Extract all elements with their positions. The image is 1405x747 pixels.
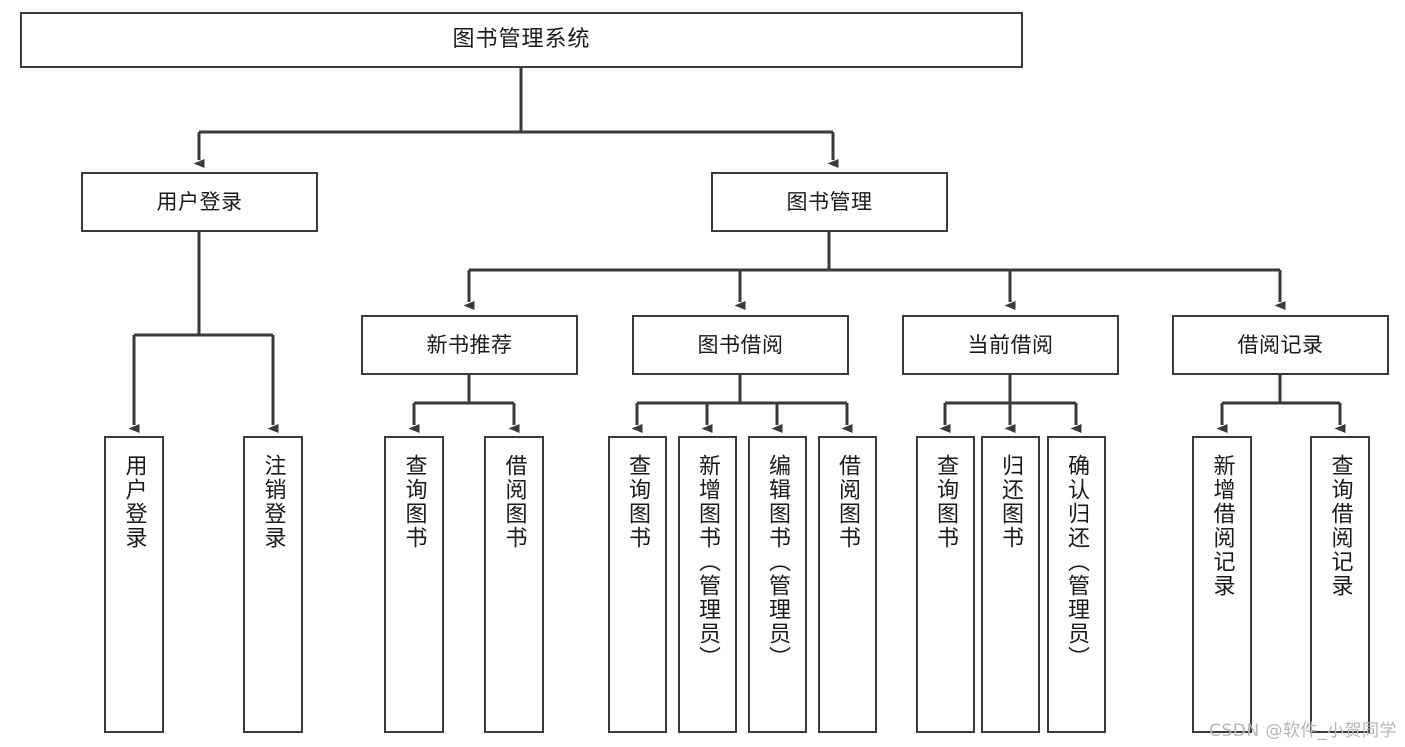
- leaf-query-book-current[interactable]: 查询图书: [916, 436, 975, 733]
- node-label: 查询图书: [401, 454, 427, 550]
- node-new-book-recommendation[interactable]: 新书推荐: [361, 315, 578, 375]
- csdn-watermark: CSDN @软件_小贺同学: [1209, 721, 1397, 741]
- node-label: 图书管理: [786, 189, 873, 214]
- node-book-borrowing[interactable]: 图书借阅: [632, 315, 849, 375]
- leaf-query-book-borrowing[interactable]: 查询图书: [608, 436, 667, 733]
- leaf-add-book-admin[interactable]: 新增图书（管理员）: [678, 436, 737, 733]
- leaf-borrow-book-new-book[interactable]: 借阅图书: [484, 436, 544, 733]
- node-label: 当前借阅: [967, 332, 1054, 357]
- leaf-confirm-return-admin[interactable]: 确认归还（管理员）: [1047, 436, 1106, 733]
- leaf-logout[interactable]: 注销登录: [243, 436, 303, 733]
- node-label: 归还图书: [998, 454, 1024, 550]
- node-user-login[interactable]: 用户登录: [81, 172, 318, 232]
- node-label: 用户登录: [156, 189, 243, 214]
- leaf-query-book-new-book[interactable]: 查询图书: [384, 436, 444, 733]
- node-label: 查询借阅记录: [1327, 454, 1353, 598]
- node-label: 新增图书（管理员）: [695, 454, 721, 670]
- node-root-book-management-system[interactable]: 图书管理系统: [20, 12, 1023, 68]
- node-label: 借阅图书: [835, 454, 861, 550]
- node-label: 注销登录: [260, 454, 286, 550]
- leaf-user-login[interactable]: 用户登录: [104, 436, 164, 733]
- node-borrowing-record[interactable]: 借阅记录: [1172, 315, 1389, 375]
- node-label: 确认归还（管理员）: [1064, 454, 1090, 670]
- leaf-add-borrowing-record[interactable]: 新增借阅记录: [1192, 436, 1252, 733]
- node-label: 查询图书: [933, 454, 959, 550]
- leaf-borrow-book-borrowing[interactable]: 借阅图书: [818, 436, 877, 733]
- node-label: 新书推荐: [426, 332, 513, 357]
- leaf-return-book[interactable]: 归还图书: [981, 436, 1040, 733]
- node-book-management[interactable]: 图书管理: [711, 172, 948, 232]
- leaf-edit-book-admin[interactable]: 编辑图书（管理员）: [748, 436, 807, 733]
- node-label: 查询图书: [625, 454, 651, 550]
- leaf-query-borrowing-record[interactable]: 查询借阅记录: [1310, 436, 1370, 733]
- node-label: 用户登录: [121, 454, 147, 550]
- node-label: 图书管理系统: [452, 27, 591, 53]
- node-label: 新增借阅记录: [1209, 454, 1235, 598]
- node-label: 图书借阅: [697, 332, 784, 357]
- node-label: 编辑图书（管理员）: [765, 454, 791, 670]
- node-label: 借阅图书: [501, 454, 527, 550]
- node-current-borrowing[interactable]: 当前借阅: [902, 315, 1119, 375]
- node-label: 借阅记录: [1237, 332, 1324, 357]
